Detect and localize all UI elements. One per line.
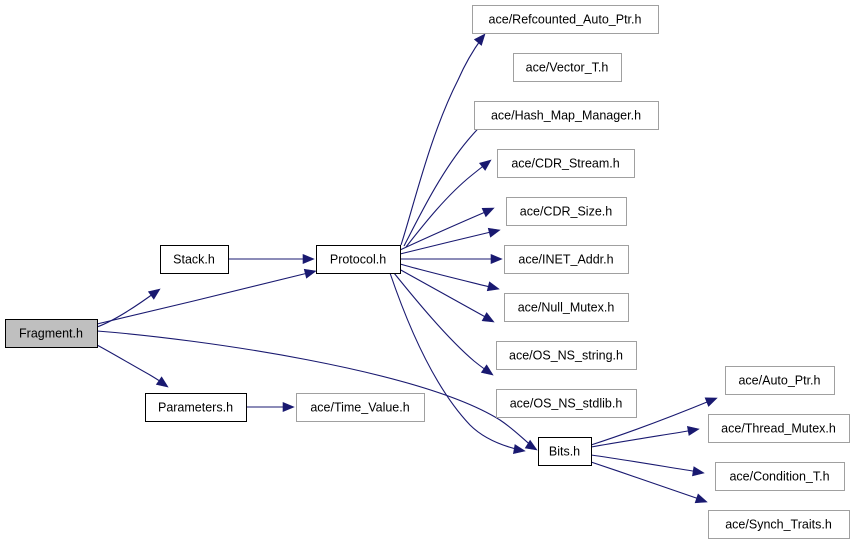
edges-layer bbox=[96, 33, 718, 504]
graph-node-stack[interactable]: Stack.h bbox=[160, 245, 229, 274]
graph-node-nullmutex[interactable]: ace/Null_Mutex.h bbox=[504, 293, 629, 322]
graph-node-bits[interactable]: Bits.h bbox=[538, 437, 592, 466]
edge-fragment-to-parameters bbox=[96, 344, 169, 388]
arrow-head-icon bbox=[473, 33, 486, 46]
edge-protocol-to-bits bbox=[389, 272, 526, 455]
graph-node-refcounted[interactable]: ace/Refcounted_Auto_Ptr.h bbox=[472, 5, 659, 34]
graph-node-parameters[interactable]: Parameters.h bbox=[145, 393, 247, 422]
node-box[interactable] bbox=[538, 437, 592, 466]
edge-protocol-to-osnsstdlib bbox=[393, 272, 494, 376]
edge-protocol-to-nullmutex bbox=[399, 263, 500, 292]
edge-protocol-to-cdrstream bbox=[399, 207, 495, 251]
node-box[interactable] bbox=[472, 5, 659, 34]
node-box[interactable] bbox=[145, 393, 247, 422]
node-box[interactable] bbox=[504, 293, 629, 322]
graph-node-synchtraits[interactable]: ace/Synch_Traits.h bbox=[708, 510, 850, 539]
edge-fragment-to-bits bbox=[96, 330, 538, 451]
node-box[interactable] bbox=[496, 341, 637, 370]
arrow-head-icon bbox=[478, 159, 492, 171]
graph-node-osnsstring[interactable]: ace/OS_NS_string.h bbox=[496, 341, 637, 370]
arrow-head-icon bbox=[686, 425, 700, 436]
nodes-layer: Fragment.h Stack.h Protocol.hParameters.hB… bbox=[5, 5, 850, 539]
edge-bits-to-conditiont bbox=[590, 454, 705, 477]
arrow-head-icon bbox=[147, 288, 161, 300]
arrow-head-icon bbox=[282, 401, 295, 413]
graph-node-vector[interactable]: ace/Vector_T.h bbox=[513, 53, 622, 82]
graph-node-threadmutex[interactable]: ace/Thread_Mutex.h bbox=[708, 414, 850, 443]
arrow-head-icon bbox=[490, 253, 503, 265]
node-box[interactable] bbox=[708, 414, 850, 443]
arrow-head-icon bbox=[704, 397, 718, 407]
graph-node-autoptr[interactable]: ace/Auto_Ptr.h bbox=[725, 366, 835, 395]
graph-node-fragment[interactable]: Fragment.h bbox=[5, 319, 98, 348]
node-box[interactable] bbox=[5, 319, 98, 348]
arrow-head-icon bbox=[302, 253, 315, 265]
arrow-head-icon bbox=[487, 227, 501, 238]
node-box[interactable] bbox=[513, 53, 622, 82]
arrow-head-icon bbox=[155, 376, 169, 388]
graph-node-protocol[interactable]: Protocol.h bbox=[316, 245, 401, 274]
edge-protocol-to-refcounted bbox=[400, 33, 486, 246]
edge-protocol-to-osnsstring bbox=[398, 268, 495, 323]
arrow-head-icon bbox=[303, 268, 317, 279]
graph-node-inetaddr[interactable]: ace/INET_Addr.h bbox=[504, 245, 629, 274]
graph-node-osnsstdlib[interactable]: ace/OS_NS_stdlib.h bbox=[496, 389, 637, 418]
node-box[interactable] bbox=[504, 245, 629, 274]
arrow-head-icon bbox=[524, 439, 538, 451]
node-box[interactable] bbox=[316, 245, 401, 274]
node-box[interactable] bbox=[708, 510, 850, 539]
edge-bits-to-synchtraits bbox=[590, 461, 708, 504]
node-box[interactable] bbox=[160, 245, 229, 274]
edge-protocol-to-inetaddr bbox=[400, 253, 503, 265]
node-box[interactable] bbox=[497, 149, 635, 178]
arrow-head-icon bbox=[480, 364, 494, 376]
edge-fragment-to-stack bbox=[96, 288, 161, 328]
node-box[interactable] bbox=[715, 462, 845, 491]
edge-fragment-to-protocol bbox=[96, 268, 317, 325]
edge-protocol-to-cdrsize bbox=[399, 227, 501, 255]
graph-node-timevalue[interactable]: ace/Time_Value.h bbox=[296, 393, 425, 422]
edge-bits-to-autoptr bbox=[590, 397, 718, 446]
arrow-head-icon bbox=[486, 281, 500, 292]
node-box[interactable] bbox=[725, 366, 835, 395]
edge-bits-to-threadmutex bbox=[590, 425, 700, 448]
arrow-head-icon bbox=[692, 466, 705, 477]
graph-node-cdrsize[interactable]: ace/CDR_Size.h bbox=[506, 197, 627, 226]
edge-stack-to-protocol bbox=[228, 253, 315, 265]
arrow-head-icon bbox=[481, 207, 495, 218]
arrow-head-icon bbox=[694, 493, 708, 504]
node-box[interactable] bbox=[506, 197, 627, 226]
node-box[interactable] bbox=[296, 393, 425, 422]
graph-node-hashmap[interactable]: ace/Hash_Map_Manager.h bbox=[474, 101, 659, 130]
edge-parameters-to-timevalue bbox=[246, 401, 295, 413]
graph-node-cdrstream[interactable]: ace/CDR_Stream.h bbox=[497, 149, 635, 178]
node-box[interactable] bbox=[474, 101, 659, 130]
graph-node-conditiont[interactable]: ace/Condition_T.h bbox=[715, 462, 845, 491]
arrow-head-icon bbox=[481, 312, 495, 323]
arrow-head-icon bbox=[512, 444, 526, 455]
node-box[interactable] bbox=[496, 389, 637, 418]
edge-protocol-to-hashmap bbox=[405, 159, 492, 248]
